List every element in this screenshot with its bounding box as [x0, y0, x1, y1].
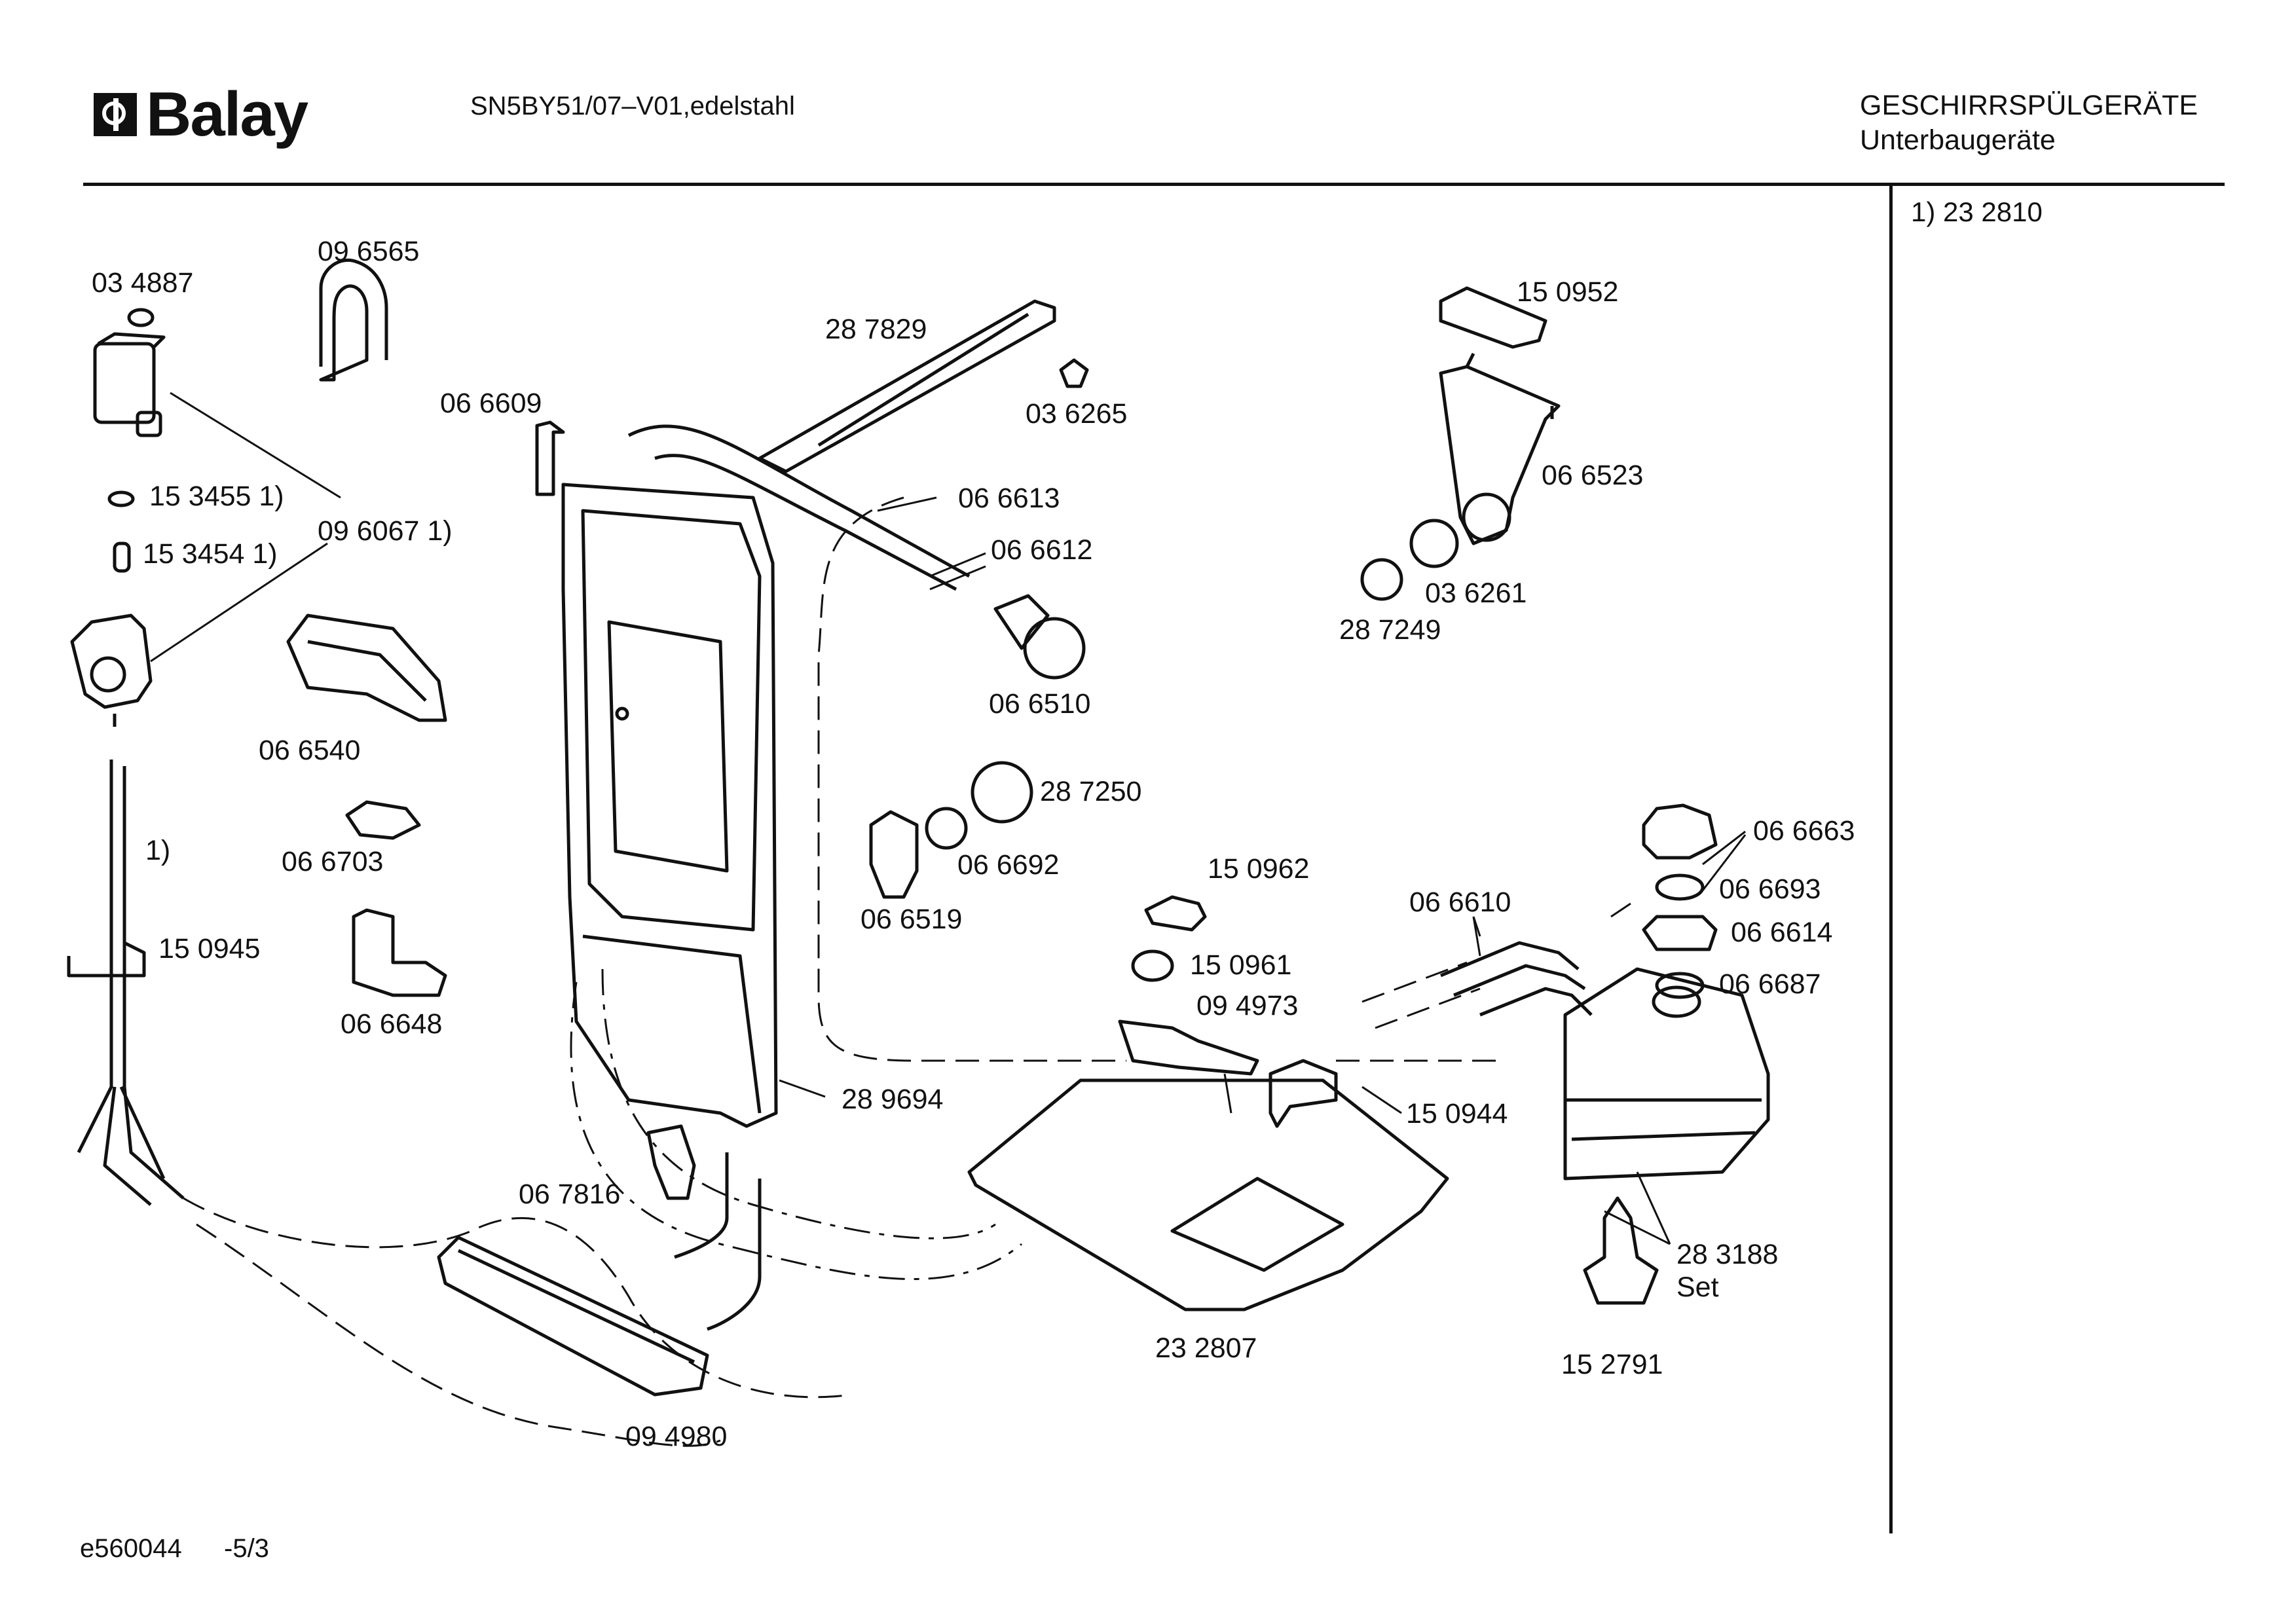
label-289694: 28 9694	[842, 1084, 943, 1115]
label-150962: 15 0962	[1208, 853, 1309, 885]
label-153454: 15 3454 1)	[143, 538, 278, 570]
foam-block	[1439, 286, 1547, 349]
salt-funnel	[1439, 352, 1561, 545]
mounting-block	[352, 908, 447, 997]
label-287829: 28 7829	[825, 314, 927, 345]
label-283188: 28 3188	[1676, 1239, 1778, 1270]
small-ring	[925, 807, 968, 850]
product-category: GESCHIRRSPÜLGERÄTE Unterbaugeräte	[1860, 88, 2198, 158]
label-036265: 03 6265	[1026, 398, 1127, 430]
label-232807: 23 2807	[1155, 1332, 1257, 1364]
round-cap	[1131, 949, 1174, 982]
bottom-rail	[437, 1236, 709, 1397]
label-066612: 06 6612	[991, 534, 1092, 566]
model-number: SN5BY51/07–V01,edelstahl	[470, 92, 795, 120]
dial-wheel	[971, 761, 1033, 824]
switch-module	[869, 810, 919, 899]
rinse-aid-dispenser	[93, 308, 166, 437]
hose-set	[1440, 941, 1593, 1017]
inlet-valve	[70, 614, 153, 727]
label-150961: 15 0961	[1190, 949, 1291, 981]
nut-ring	[1642, 915, 1718, 951]
label-094980: 09 4980	[625, 1421, 727, 1452]
fixing-screw	[1059, 358, 1089, 388]
pump-cover-cap	[1642, 803, 1718, 860]
label-153455: 15 3455 1)	[149, 481, 284, 512]
label-066613: 06 6613	[958, 483, 1060, 514]
brand-name: Balay	[146, 79, 308, 149]
fork-bracket	[319, 258, 388, 382]
label-066648: 06 6648	[341, 1008, 442, 1040]
label-066540: 06 6540	[259, 735, 360, 766]
brand-logo: Balay	[94, 79, 308, 149]
base-tray	[967, 1078, 1449, 1311]
label-066519: 06 6519	[861, 904, 962, 935]
small-screw	[113, 541, 131, 573]
gasket-ring	[1655, 873, 1705, 901]
label-066614: 06 6614	[1731, 917, 1832, 948]
short-hose	[535, 420, 565, 496]
circulation-pump	[1563, 967, 1770, 1181]
label-066610: 06 6610	[1409, 887, 1511, 918]
category-subtitle: Unterbaugeräte	[1860, 124, 2056, 156]
label-066663: 06 6663	[1753, 815, 1855, 847]
drain-valve	[1583, 1196, 1659, 1305]
balay-logo-icon	[94, 93, 137, 136]
footnote-reference: 1) 23 2810	[1911, 196, 2043, 227]
upper-hoses	[627, 424, 971, 591]
heater-bracket	[1268, 1059, 1338, 1128]
label-094973: 09 4973	[1196, 990, 1298, 1021]
label-066687: 06 6687	[1719, 968, 1821, 1000]
label-152791: 15 2791	[1561, 1349, 1663, 1380]
knob-cap	[1360, 558, 1403, 601]
label-096067: 09 6067 1)	[318, 515, 453, 547]
s-bend-hoses	[674, 1152, 762, 1331]
micro-switch	[345, 800, 421, 840]
funnel-ring	[1462, 492, 1511, 542]
part-labels: 03 4887 09 6565 28 7829 03 6265 06 6609 …	[92, 236, 1855, 1452]
page-number: -5/3	[224, 1534, 269, 1563]
small-bracket	[646, 1124, 696, 1200]
label-066692: 06 6692	[957, 849, 1059, 881]
exploded-parts-diagram: 03 4887 09 6565 28 7829 03 6265 06 6609 …	[67, 236, 1855, 1452]
label-066609: 06 6609	[440, 388, 542, 419]
category-title: GESCHIRRSPÜLGERÄTE	[1860, 90, 2198, 121]
aquastop-unit	[286, 614, 447, 722]
label-287249: 28 7249	[1339, 614, 1441, 646]
seal-ring-lower	[1655, 972, 1705, 999]
seal-washer	[107, 490, 135, 507]
label-150952: 15 0952	[1517, 276, 1618, 308]
header-divider	[83, 183, 2225, 186]
door-inner-panel	[561, 483, 778, 1128]
label-150945: 15 0945	[158, 933, 260, 964]
heater-holder	[1118, 1019, 1259, 1076]
label-note1: 1)	[145, 835, 170, 866]
cable-harness	[67, 760, 185, 1206]
spray-rail	[758, 299, 1056, 473]
drawing-code: e560044	[80, 1534, 182, 1563]
label-066523: 06 6523	[1542, 460, 1643, 491]
label-066693: 06 6693	[1719, 873, 1821, 905]
dosing-motor	[993, 594, 1086, 680]
label-034887: 03 4887	[92, 267, 193, 299]
label-150944: 15 0944	[1406, 1098, 1508, 1129]
seal-ring	[1409, 519, 1459, 568]
label-066703: 06 6703	[282, 846, 383, 877]
label-066510: 06 6510	[989, 688, 1090, 720]
clip	[1144, 895, 1207, 932]
side-column-divider	[1889, 185, 1893, 1533]
label-287250: 28 7250	[1040, 776, 1141, 807]
label-096565: 09 6565	[318, 236, 419, 267]
label-036261: 03 6261	[1425, 577, 1527, 609]
label-067816: 06 7816	[519, 1179, 620, 1210]
label-set: Set	[1676, 1272, 1719, 1303]
